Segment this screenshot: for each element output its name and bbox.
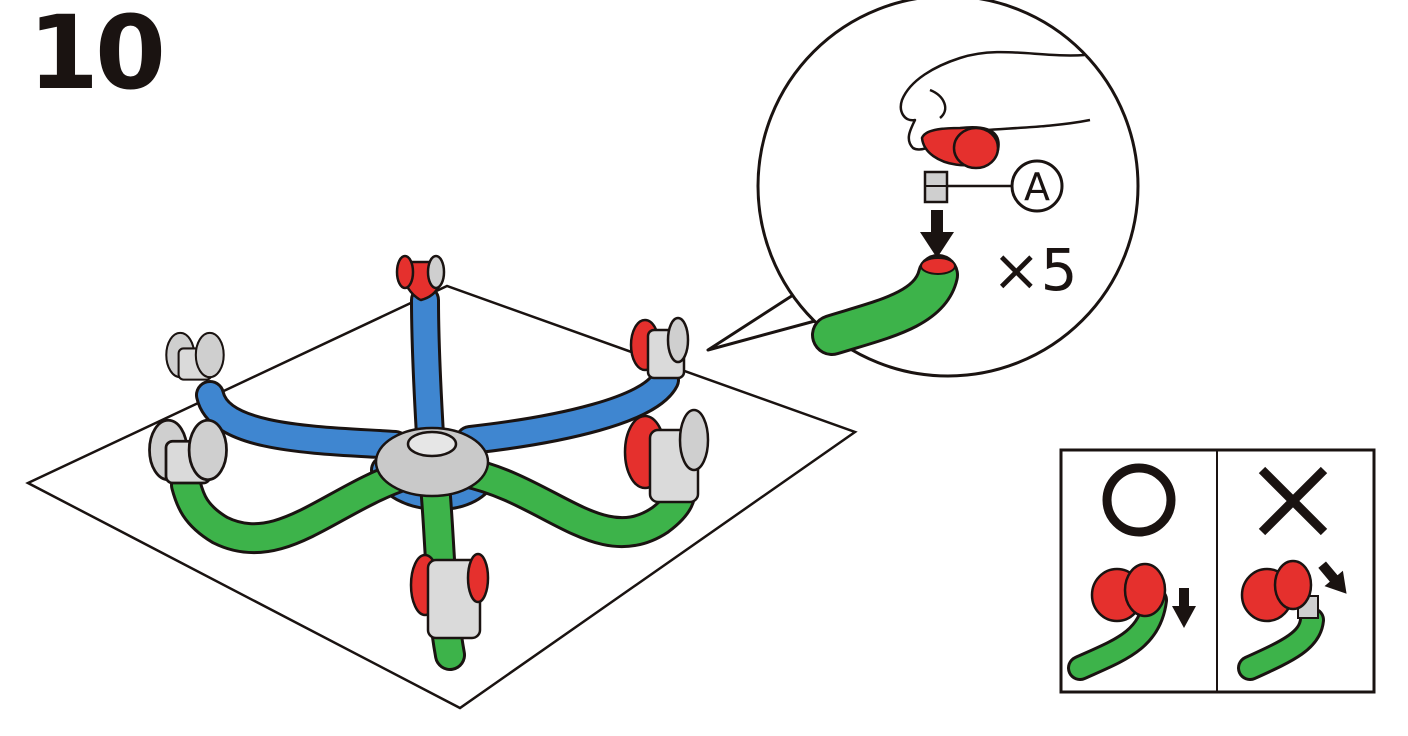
quantity-label: ×5 <box>992 236 1078 304</box>
caster-right-front <box>623 408 710 504</box>
caster-top <box>395 254 446 302</box>
incorrect-icon: X <box>0 0 1328 536</box>
hand-illustration <box>899 50 1091 151</box>
part-a-label: A <box>947 159 1064 213</box>
caster-right-back <box>629 316 690 380</box>
caster-bottom <box>409 552 490 640</box>
correct-symbol: O <box>0 0 1 1</box>
correct-icon: O <box>0 0 1176 537</box>
correct-example <box>1067 562 1196 681</box>
leg-tip-detail <box>811 254 959 356</box>
caster-left-back <box>165 331 225 381</box>
caster-part-a <box>920 126 1000 204</box>
down-arrow-icon <box>920 210 954 258</box>
center-hub <box>374 426 490 498</box>
incorrect-symbol: X <box>0 0 1 1</box>
part-letter: A <box>1024 165 1050 209</box>
incorrect-example <box>1237 559 1347 681</box>
step-number: 10 <box>28 0 166 113</box>
